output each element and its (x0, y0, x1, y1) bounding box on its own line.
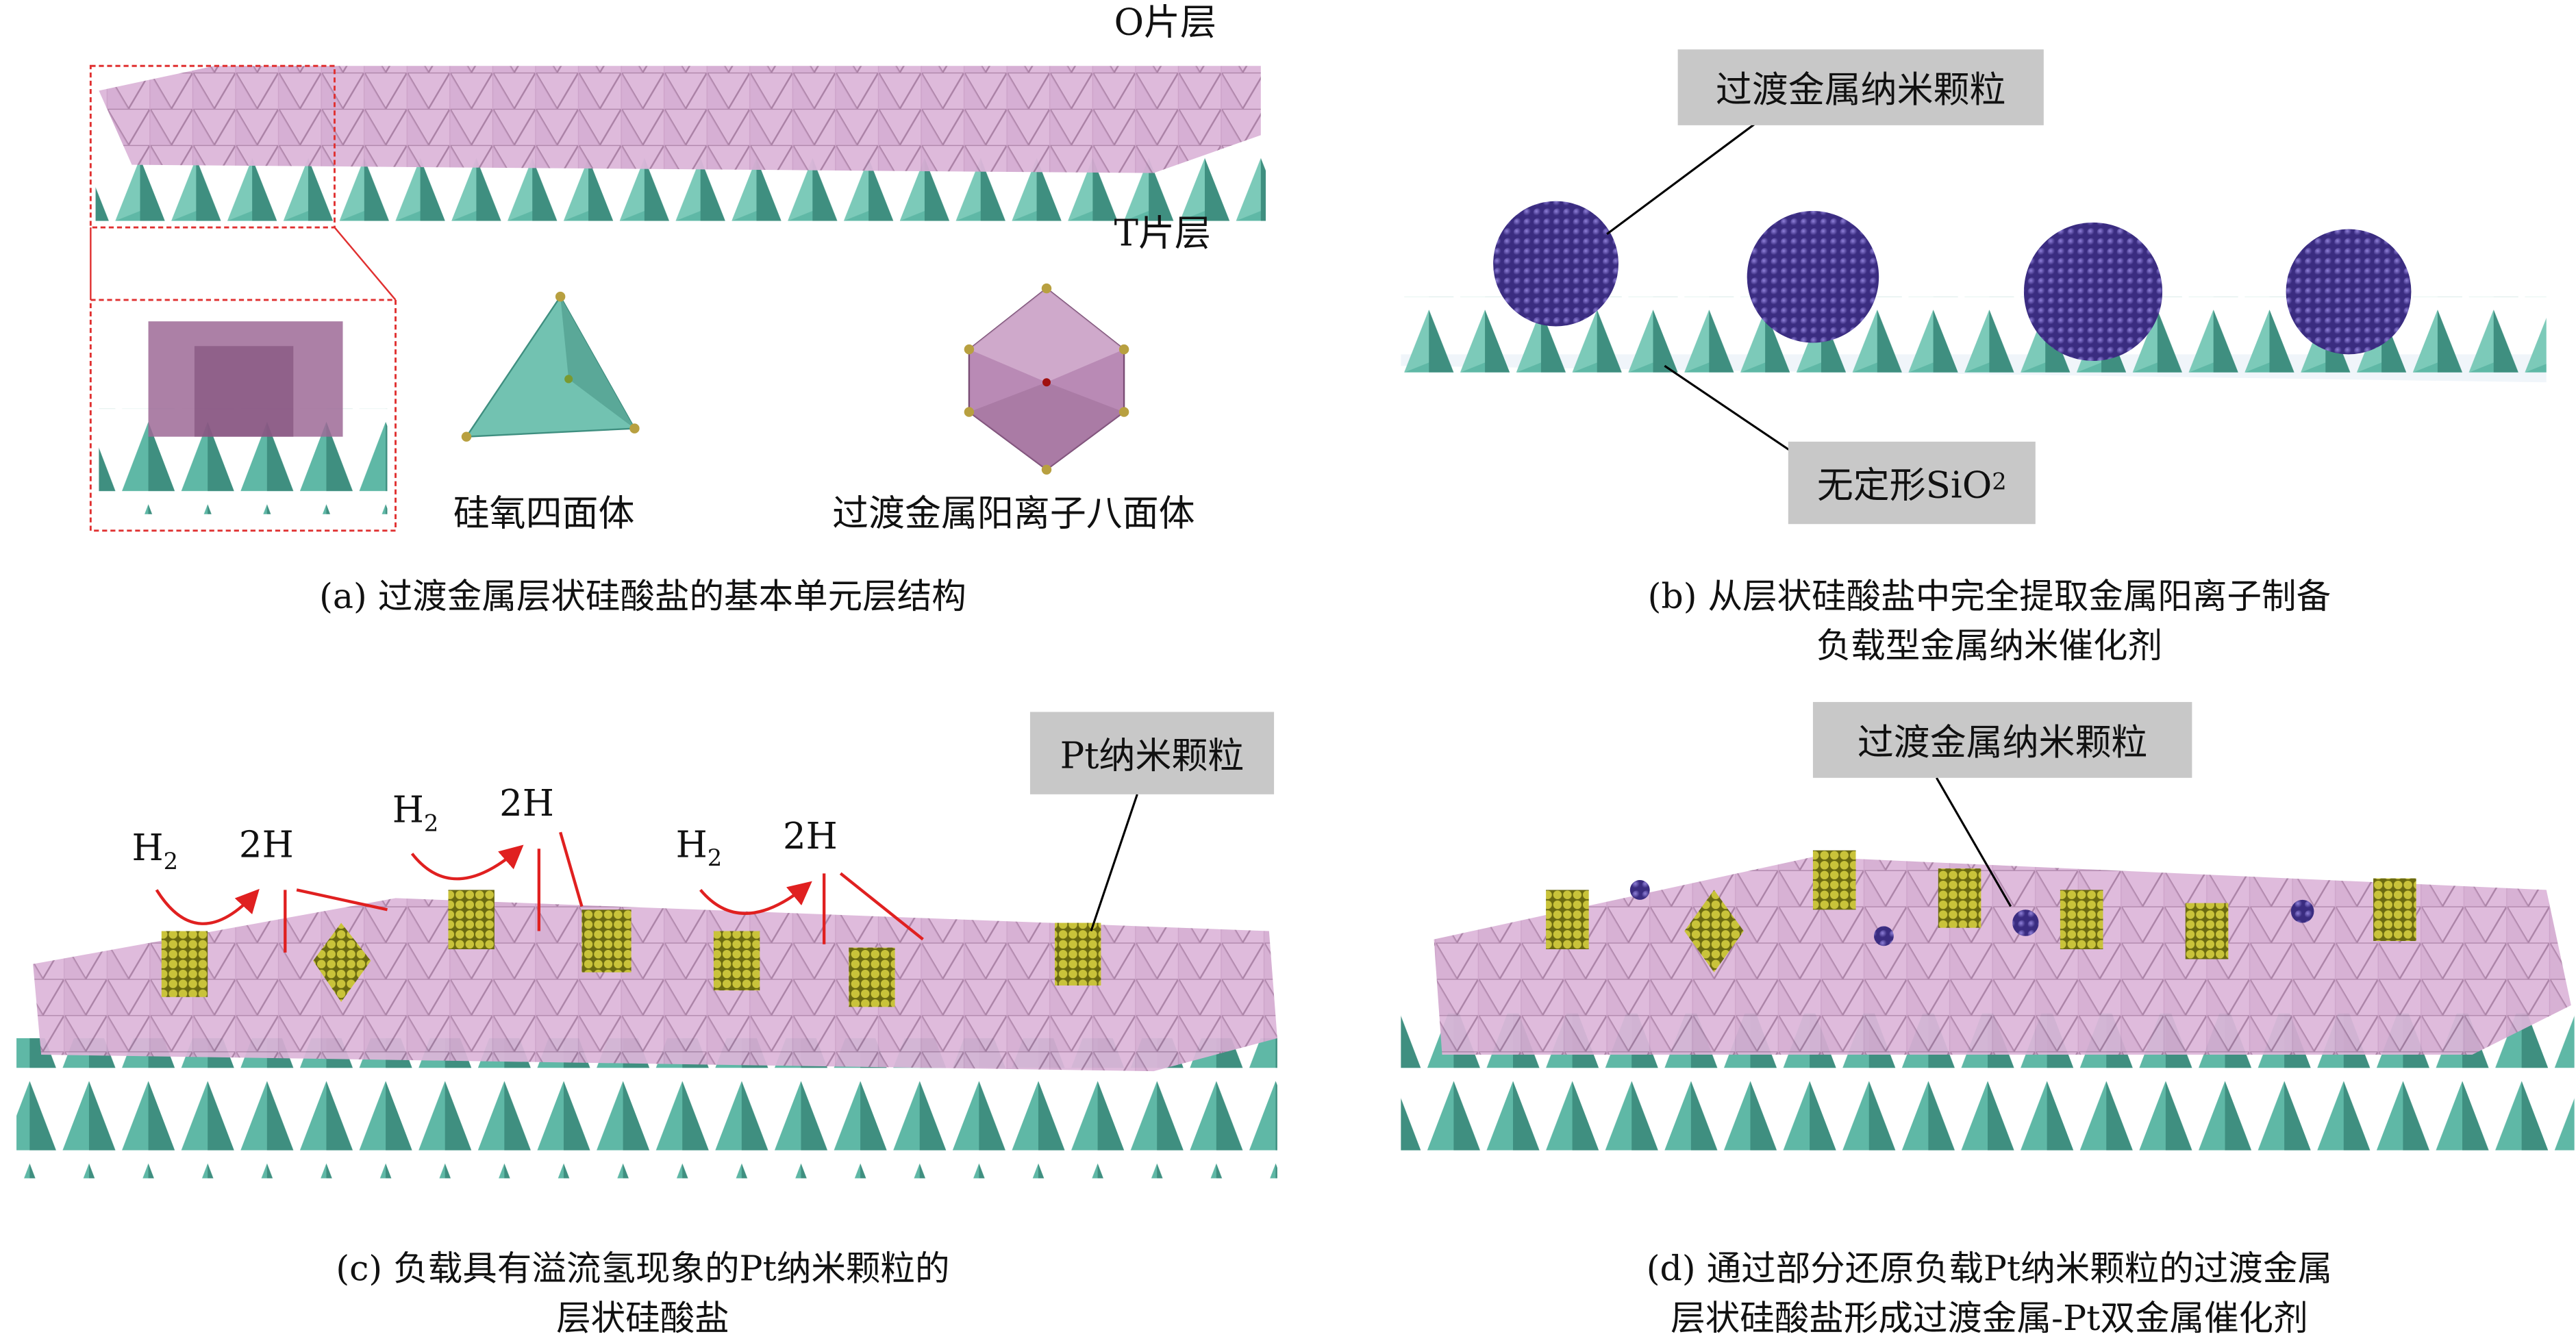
t-layer-label: T片层 (1114, 214, 1211, 255)
sio2-label: 无定形SiO (1816, 466, 1992, 508)
2h-label-3: 2H (782, 817, 838, 859)
pt-label-box: Pt纳米颗粒 (1029, 712, 1275, 794)
tetrahedron-label: 硅氧四面体 (453, 494, 635, 536)
o-layer-octahedra (99, 66, 1261, 173)
pt-nanoparticles-c (161, 890, 1101, 1007)
caption-b: (b) 从层状硅酸盐中完全提取金属阳离子制备负载型金属纳米催化剂 (1648, 572, 2331, 670)
spillover-arrows (155, 831, 924, 953)
2h-label-2: 2H (499, 784, 554, 826)
nanoparticle-label-box-b: 过渡金属纳米颗粒 (1677, 49, 2044, 125)
o-layer-label: O片层 (1114, 3, 1216, 45)
bimetallic-particles-d (1546, 850, 2416, 972)
h2-label-3: H2 (675, 825, 723, 873)
2h-label-1: 2H (238, 825, 294, 867)
panel-a-layer (89, 64, 1266, 532)
caption-b-line2: 负载型金属纳米催化剂 (1816, 626, 2163, 666)
caption-d-line2: 层状硅酸盐形成过渡金属-Pt双金属催化剂 (1671, 1298, 2308, 1338)
caption-a: (a) 过渡金属层状硅酸盐的基本单元层结构 (319, 577, 966, 616)
sio2-subscript: 2 (1992, 469, 2007, 497)
caption-d: (d) 通过部分还原负载Pt纳米颗粒的过渡金属层状硅酸盐形成过渡金属-Pt双金属… (1647, 1244, 2332, 1343)
caption-c-line1: (c) 负载具有溢流氢现象的Pt纳米颗粒的 (336, 1248, 950, 1289)
h2-label-1: H2 (132, 829, 179, 876)
caption-b-line1: (b) 从层状硅酸盐中完全提取金属阳离子制备 (1647, 577, 2331, 616)
h2-label-2: H2 (392, 791, 439, 838)
nanoparticle-label-box-d: 过渡金属纳米颗粒 (1812, 702, 2192, 778)
tetrahedron-model (461, 291, 640, 442)
panel-b-nanoparticles (1493, 201, 2412, 361)
caption-d-line1: (d) 通过部分还原负载Pt纳米颗粒的过渡金属 (1646, 1248, 2333, 1289)
selection-box (89, 64, 336, 229)
caption-c: (c) 负载具有溢流氢现象的Pt纳米颗粒的层状硅酸盐 (336, 1244, 949, 1343)
caption-c-line2: 层状硅酸盐 (556, 1298, 729, 1338)
octahedron-model (964, 283, 1129, 475)
octahedron-label: 过渡金属阳离子八面体 (832, 494, 1195, 536)
